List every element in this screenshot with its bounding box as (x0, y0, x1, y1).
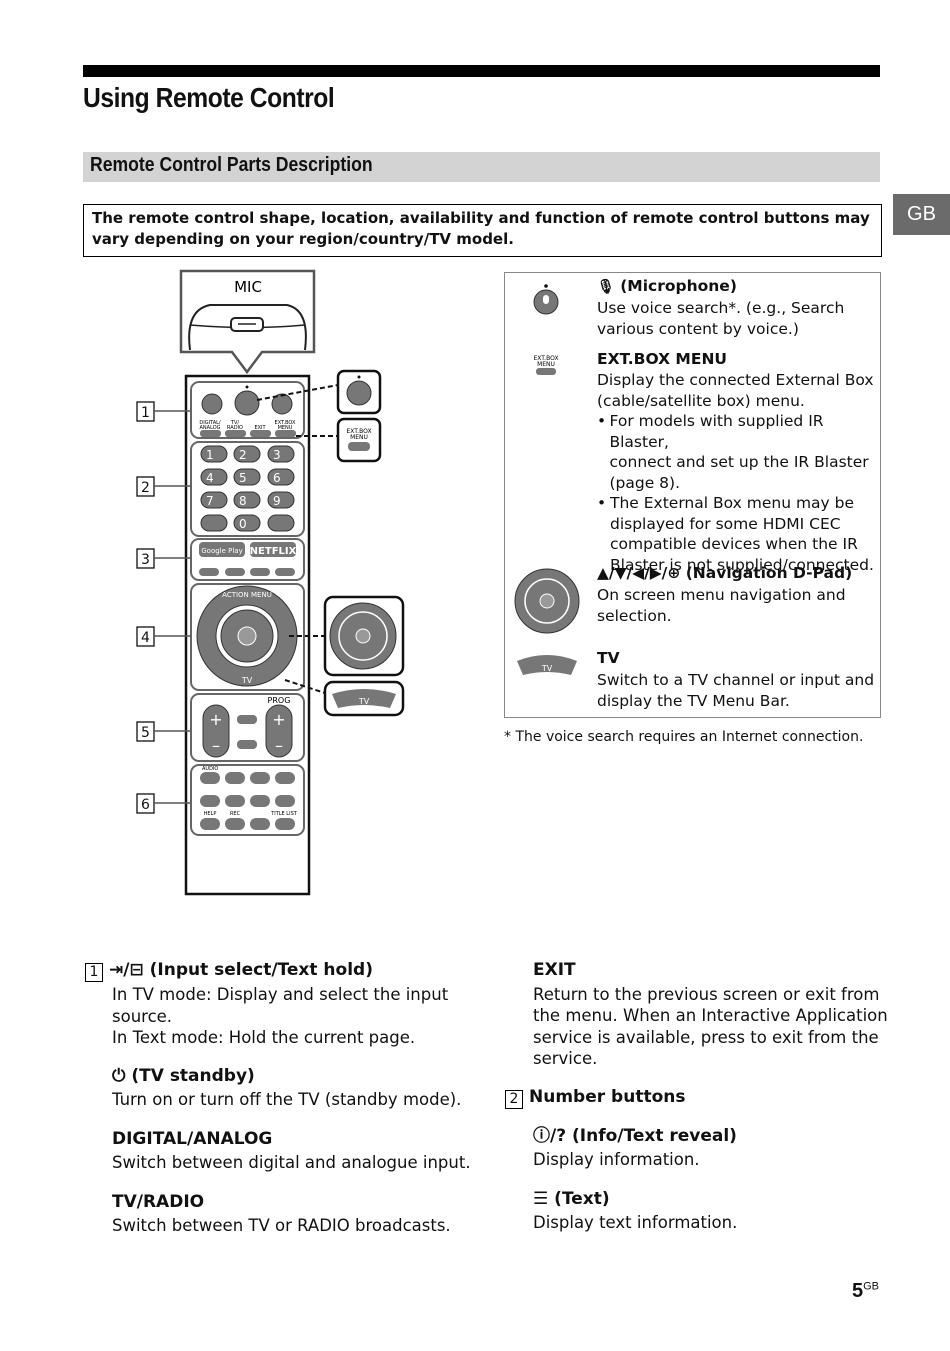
svg-text:0: 0 (239, 517, 247, 531)
svg-text:+: + (272, 710, 285, 729)
mic-inset: MIC (179, 269, 316, 375)
callout-6: 6 (141, 797, 150, 813)
ext-box-menu-icon: EXT.BOX MENU (533, 355, 559, 375)
section-bar (83, 152, 880, 182)
top-rule (83, 65, 880, 77)
svg-text:DIGITAL/: DIGITAL/ (199, 420, 221, 426)
remote-diagram: MIC DIGITAL/ ANALOG TV/ RADIO EXIT EXT.B… (136, 269, 405, 896)
page-title: Using Remote Control (83, 82, 335, 113)
svg-text:1: 1 (206, 448, 214, 462)
svg-text:MENU: MENU (537, 361, 555, 368)
section-title: Remote Control Parts Description (90, 154, 373, 176)
svg-text:EXT.BOX: EXT.BOX (346, 428, 371, 435)
microphone-icon (533, 284, 559, 315)
svg-text:TV: TV (241, 676, 253, 685)
callout-2: 2 (141, 480, 150, 496)
svg-text:TV/: TV/ (230, 420, 239, 426)
tv-radio-heading: TV/RADIO (112, 1191, 205, 1212)
svg-text:MENU: MENU (350, 434, 368, 441)
svg-text:REC: REC (230, 811, 241, 817)
svg-text:AUDIO: AUDIO (202, 766, 218, 772)
input-select-desc: In TV mode: Display and select the input… (112, 985, 449, 1047)
svg-text:NETFLIX: NETFLIX (250, 546, 297, 557)
svg-text:HELP: HELP (204, 811, 217, 817)
tv-radio-desc: Switch between TV or RADIO broadcasts. (112, 1216, 451, 1235)
dpad-title: ▲/▼/◀/▶/⊕ (Navigation D-Pad) (597, 564, 853, 582)
svg-text:9: 9 (273, 494, 281, 508)
callout-5: 5 (141, 725, 150, 741)
exit-desc: Return to the previous screen or exit fr… (533, 984, 888, 1069)
callout-4: 4 (141, 630, 150, 646)
mic-label: MIC (234, 278, 262, 296)
navigation-dpad-icon (514, 568, 580, 634)
digital-analog-heading: DIGITAL/ANALOG (112, 1128, 273, 1149)
info-desc: Display information. (533, 1150, 700, 1169)
language-tab: GB (893, 194, 950, 235)
callout-1: 1 (141, 405, 150, 421)
standby-desc: Turn on or turn off the TV (standby mode… (112, 1090, 462, 1109)
page-number: 5GB (852, 1280, 880, 1302)
callout-3: 3 (141, 552, 150, 568)
input-select-icon: ⇥/⊟ (109, 960, 144, 980)
text-desc: Display text information. (533, 1213, 738, 1232)
button-info-box: 🎙 (Microphone) Use voice search*. (e.g.,… (504, 272, 881, 718)
mic-glyph-icon: 🎙 (597, 279, 615, 295)
svg-text:8: 8 (239, 494, 247, 508)
right-column: EXIT Return to the previous screen or ex… (505, 959, 888, 1234)
svg-text:7: 7 (206, 494, 214, 508)
svg-text:EXT.BOX: EXT.BOX (533, 355, 558, 362)
arrows-icon: ▲/▼/◀/▶/⊕ (597, 564, 681, 582)
svg-text:EXIT: EXIT (254, 425, 266, 431)
text-icon: ☰ (533, 1188, 549, 1209)
svg-text:TV: TV (541, 664, 553, 673)
svg-text:PROG: PROG (268, 696, 291, 705)
ext-box-title: EXT.BOX MENU (597, 350, 728, 368)
notice-box: The remote control shape, location, avai… (83, 204, 882, 257)
svg-text:EXT.BOX: EXT.BOX (275, 420, 297, 426)
ext-box-desc: Display the connected External Box (cabl… (597, 371, 874, 574)
svg-text:RADIO: RADIO (227, 425, 243, 431)
svg-text:ANALOG: ANALOG (200, 425, 221, 431)
info-icon: ⓘ/? (533, 1125, 567, 1146)
svg-text:2: 2 (239, 448, 247, 462)
mic-title: 🎙 (Microphone) (597, 277, 737, 295)
svg-text:ACTION MENU: ACTION MENU (222, 591, 272, 599)
svg-text:4: 4 (206, 471, 214, 485)
text-heading: ☰ (Text) (533, 1188, 610, 1209)
svg-text:+: + (209, 710, 222, 729)
svg-text:6: 6 (273, 471, 281, 485)
input-select-heading: 1⇥/⊟ (Input select/Text hold) (85, 959, 471, 982)
svg-text:Google Play: Google Play (201, 547, 243, 555)
tv-button-icon: TV (517, 655, 577, 675)
digital-analog-desc: Switch between digital and analogue inpu… (112, 1153, 471, 1172)
power-icon: ⏻ (112, 1065, 126, 1086)
left-column: 1⇥/⊟ (Input select/Text hold) In TV mode… (85, 959, 471, 1237)
tv-title: TV (597, 649, 620, 667)
svg-text:5: 5 (239, 471, 247, 485)
svg-text:TITLE LIST: TITLE LIST (270, 811, 298, 817)
standby-heading: ⏻ (TV standby) (112, 1065, 255, 1086)
footnote: * The voice search requires an Internet … (504, 729, 864, 745)
svg-text:3: 3 (273, 448, 281, 462)
svg-text:–: – (212, 736, 220, 755)
svg-text:TV: TV (358, 697, 370, 706)
exit-heading: EXIT (533, 960, 576, 980)
info-heading: ⓘ/? (Info/Text reveal) (533, 1125, 737, 1146)
svg-text:MENU: MENU (278, 425, 293, 431)
svg-text:–: – (275, 736, 283, 755)
